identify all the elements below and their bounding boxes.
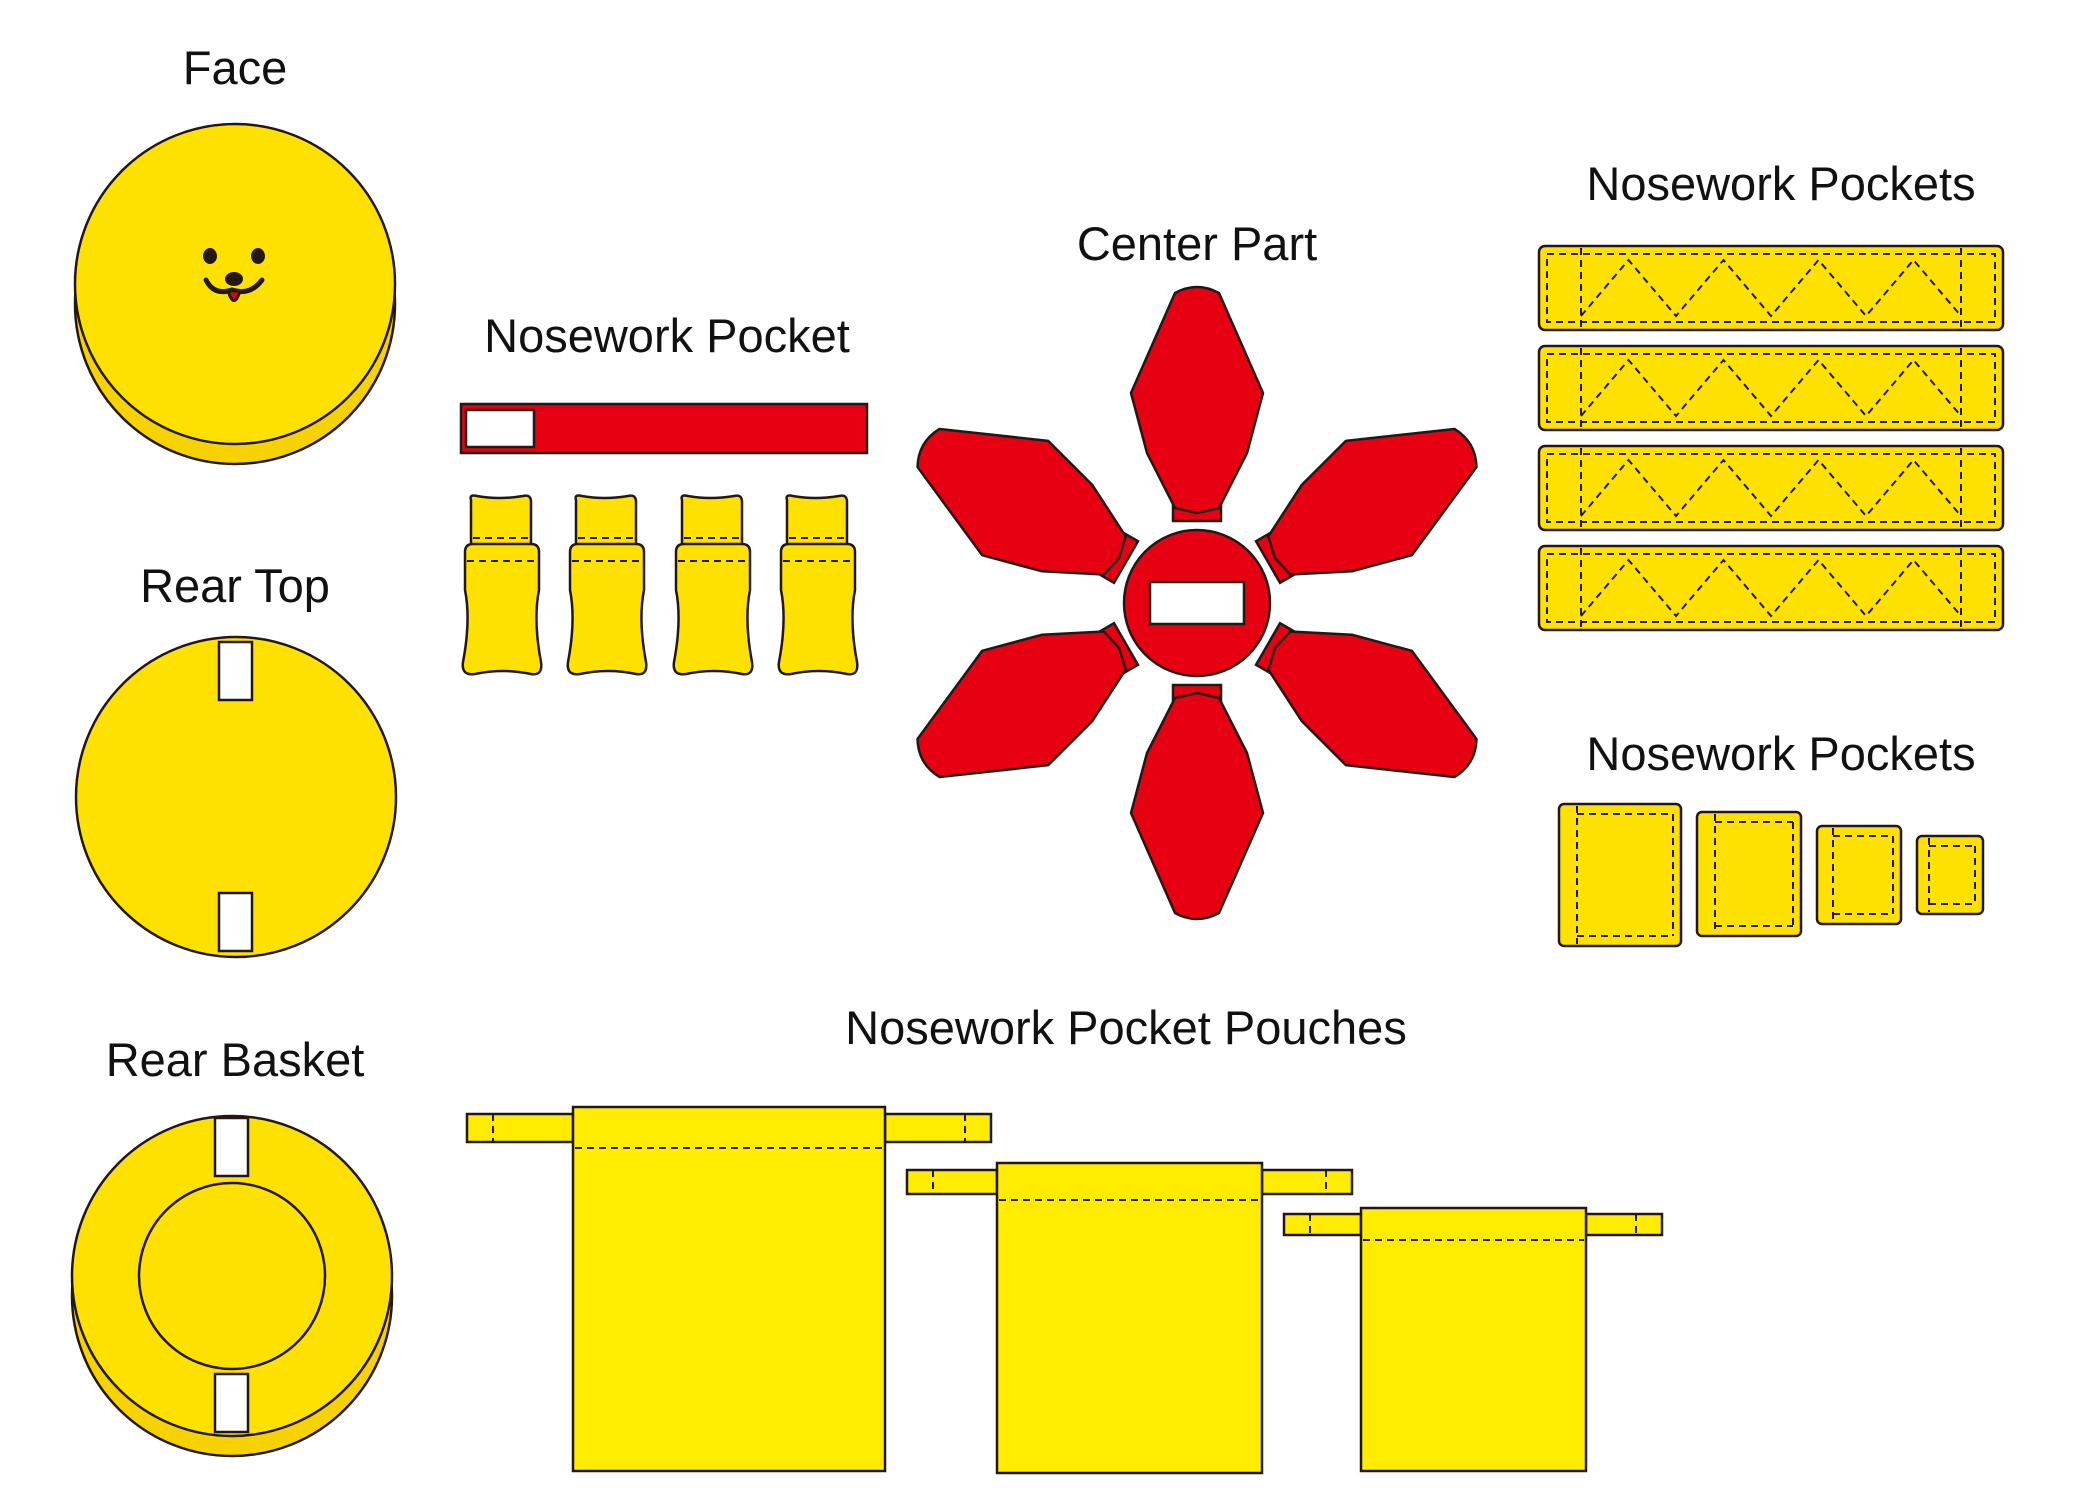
dog-face-icon: [203, 248, 265, 302]
square-pocket: [1557, 802, 1683, 948]
small-pocket: [461, 494, 543, 676]
strip-pocket: [1537, 344, 2005, 432]
square-pocket: [1915, 834, 1985, 916]
pouch: [905, 1161, 1354, 1475]
strip-pocket: [1537, 244, 2005, 332]
rear-basket-piece: [70, 1114, 394, 1458]
small-pocket: [566, 494, 648, 676]
flower-petal: [916, 621, 1140, 779]
face-label: Face: [182, 41, 288, 94]
flower-petal: [1254, 621, 1478, 779]
nosework-pockets-strips-label: Nosework Pockets: [1586, 157, 1976, 210]
nosework-strip-pockets: [1537, 244, 2005, 632]
flower-petal: [1129, 683, 1265, 921]
strip-pocket: [1537, 444, 2005, 532]
nosework-square-pockets: [1557, 802, 1985, 948]
nosework-pocket-label: Nosework Pocket: [484, 309, 850, 362]
square-pocket: [1695, 810, 1803, 938]
rear-top-label: Rear Top: [140, 559, 330, 612]
pouch: [1282, 1206, 1664, 1473]
flower-center-slot: [1148, 580, 1246, 626]
flower-petal: [916, 427, 1140, 585]
center-part-piece: [916, 285, 1478, 921]
nosework-small-pockets: [461, 494, 859, 676]
rear-basket-label: Rear Basket: [105, 1033, 365, 1086]
small-pocket: [777, 494, 859, 676]
strip-pocket: [1537, 544, 2005, 632]
flower-petal: [1129, 285, 1265, 523]
rear-top-piece: [74, 635, 398, 959]
nosework-pockets-squares-label: Nosework Pockets: [1586, 727, 1976, 780]
pouches-label: Nosework Pocket Pouches: [845, 1001, 1407, 1054]
flower-petal: [1254, 427, 1478, 585]
nosework-pouches: [465, 1105, 1664, 1475]
center-part-label: Center Part: [1076, 217, 1318, 270]
square-pocket: [1815, 824, 1903, 926]
pouch: [465, 1105, 993, 1473]
small-pocket: [672, 494, 754, 676]
nosework-pocket-strip: [459, 402, 869, 455]
